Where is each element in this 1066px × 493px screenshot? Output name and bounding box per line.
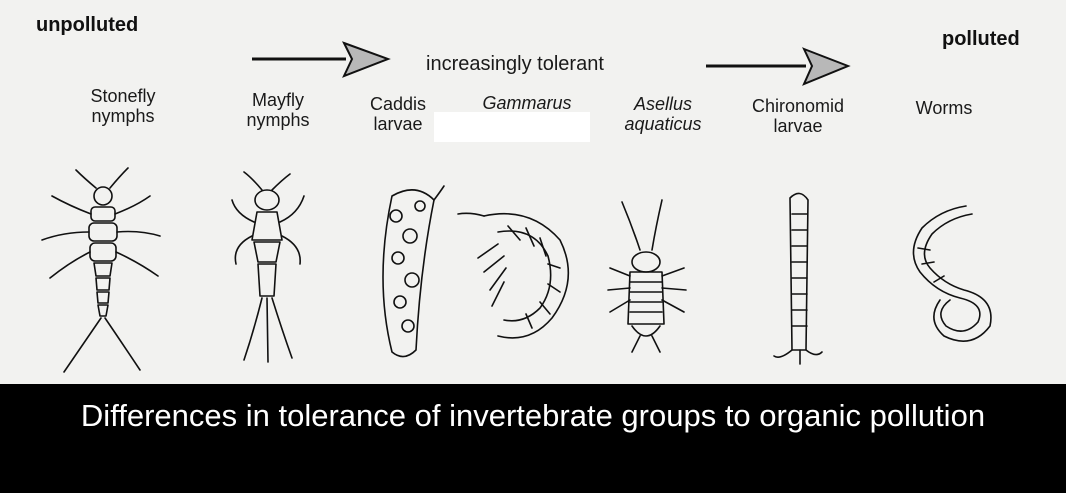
- chironomid-larva-drawing: [774, 193, 822, 364]
- mayfly-nymph-drawing: [232, 172, 304, 362]
- caption: Differences in tolerance of invertebrate…: [0, 384, 1066, 493]
- worm-drawing: [913, 206, 990, 341]
- stonefly-nymph-drawing: [42, 168, 160, 372]
- invertebrate-drawings: [0, 0, 1066, 384]
- gammarus-drawing: [458, 213, 568, 338]
- caddis-larva-drawing: [383, 186, 444, 357]
- asellus-drawing: [608, 200, 686, 352]
